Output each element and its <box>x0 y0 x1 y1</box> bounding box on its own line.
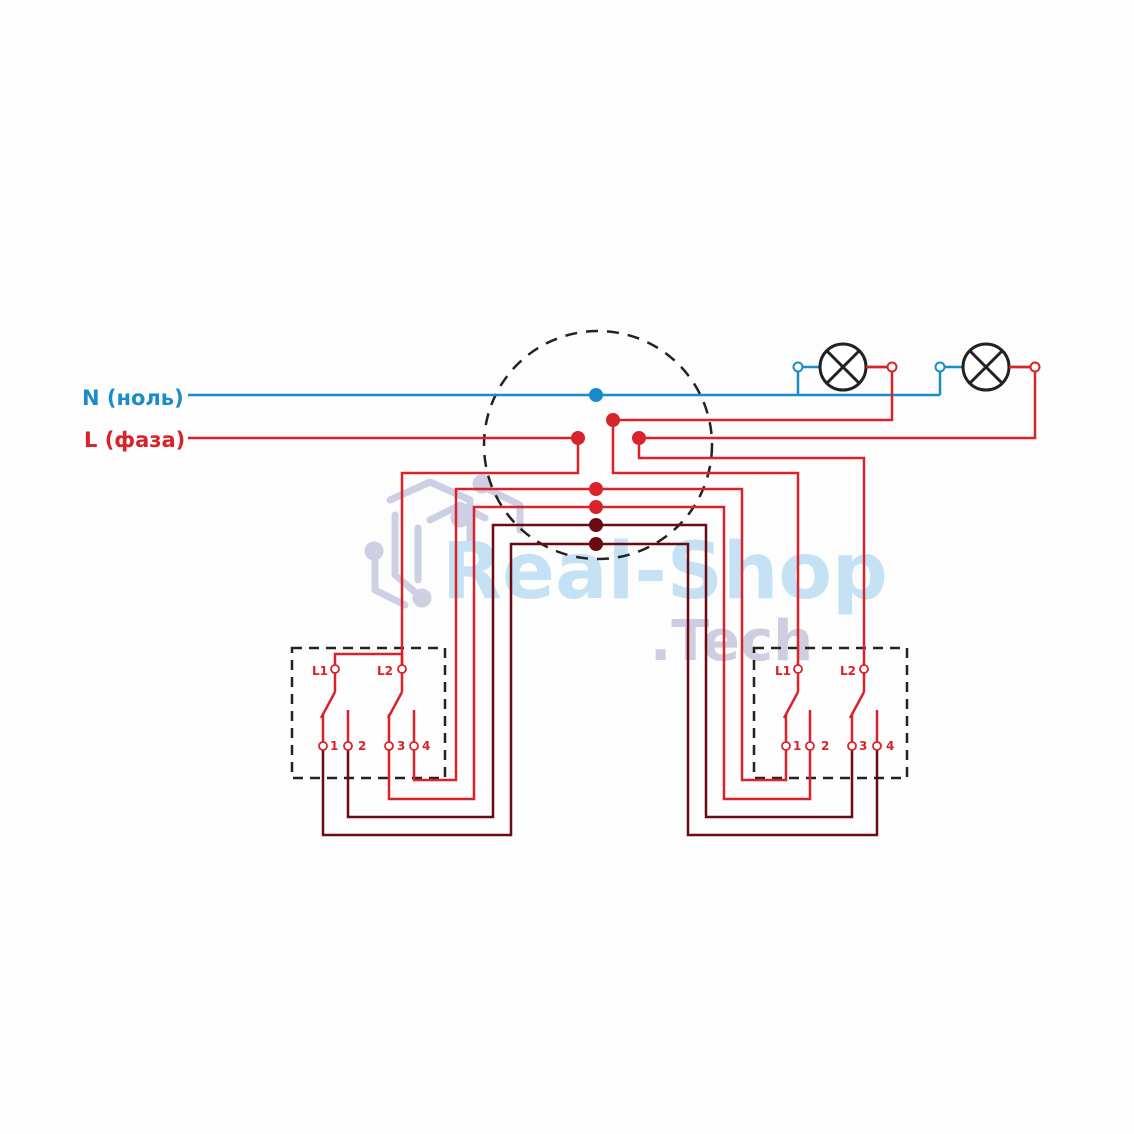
watermark-text: Real-Shop <box>442 527 888 617</box>
terminal-label-2: 2 <box>821 739 829 753</box>
neutral-label: N (ноль) <box>82 386 184 410</box>
terminal-label-1: 1 <box>330 739 338 753</box>
terminal-label-2: 2 <box>358 739 366 753</box>
terminal-label-l2: L2 <box>840 664 856 678</box>
switch-box-right <box>752 646 909 780</box>
terminal-label-4: 4 <box>886 739 894 753</box>
lamp-icon <box>934 342 1041 392</box>
terminal-label-1: 1 <box>793 739 801 753</box>
terminal-label-l1: L1 <box>775 664 791 678</box>
junction-box <box>482 329 714 561</box>
junction-dots <box>571 388 646 551</box>
switch-box-left <box>290 646 447 780</box>
switch-left: L1 L2 1 2 3 4 <box>312 664 430 753</box>
switch-right: L1 L2 1 2 3 4 <box>775 664 894 753</box>
terminal-label-3: 3 <box>397 739 405 753</box>
terminal-label-l2: L2 <box>377 664 393 678</box>
terminal-label-3: 3 <box>859 739 867 753</box>
terminal-label-l1: L1 <box>312 664 328 678</box>
watermark-text-tech: .Tech <box>650 609 813 674</box>
lamp-icon <box>792 342 898 392</box>
terminal-label-4: 4 <box>422 739 430 753</box>
phase-label: L (фаза) <box>84 428 185 452</box>
